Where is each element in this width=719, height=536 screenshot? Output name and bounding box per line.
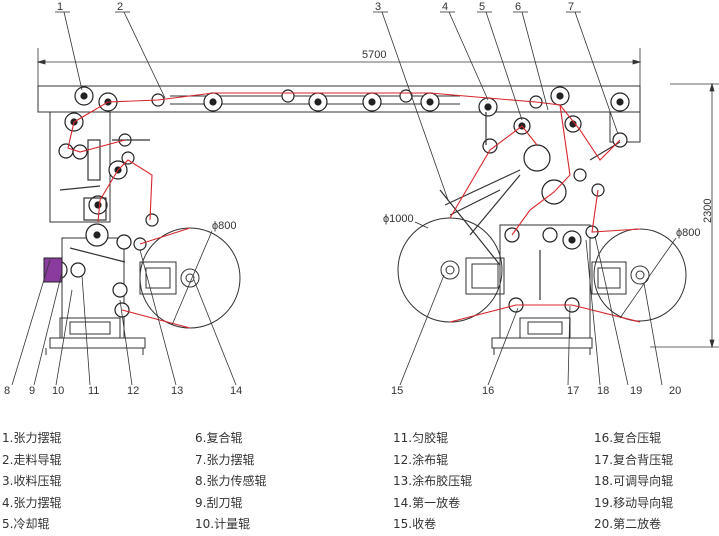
right-unwind-diameter: ϕ800 — [676, 227, 701, 239]
legend-item: 12.涂布辊 — [393, 452, 449, 467]
callout-14: 14 — [230, 385, 242, 397]
callout-16: 16 — [482, 385, 494, 397]
callout-leaders — [11, 11, 663, 386]
legend-item: 17.复合背压辊 — [594, 452, 674, 467]
legend-item: 1.张力摆辊 — [2, 431, 62, 445]
callout-5: 5 — [479, 1, 485, 13]
height-dimension-label: 2300 — [702, 199, 714, 223]
upper-beam — [37, 85, 641, 113]
legend-item: 10.计量辊 — [195, 517, 251, 531]
callout-10: 10 — [52, 385, 64, 397]
legend-col-1: 1.张力摆辊 2.走料导辊 3.收料压辊 4.张力摆辊 5.冷却辊 — [2, 428, 61, 536]
callout-6: 6 — [515, 1, 521, 13]
legend-item: 8.张力传感辊 — [195, 474, 267, 488]
legend-item: 2.走料导辊 — [2, 452, 62, 467]
legend-col-4: 16.复合压辊 17.复合背压辊 18.可调导向辊 19.移动导向辊 20.第二… — [594, 428, 673, 536]
callout-19: 19 — [630, 385, 642, 397]
callout-13: 13 — [171, 385, 183, 397]
legend-col-3: 11.匀胶辊 12.涂布辊 13.涂布胶压辊 14.第一放卷 15.收卷 — [393, 428, 472, 536]
callout-11: 11 — [88, 385, 99, 397]
web-path — [67, 92, 641, 329]
first-unwind-reel — [139, 227, 241, 329]
callout-18: 18 — [597, 385, 609, 397]
width-dimension-label: 5700 — [362, 49, 386, 61]
callout-17: 17 — [567, 385, 579, 397]
second-unwind-reel — [591, 228, 687, 322]
legend-item: 9.刮刀辊 — [195, 495, 243, 510]
legend-item: 19.移动导向辊 — [594, 495, 674, 510]
callout-20: 20 — [669, 385, 681, 397]
callout-2: 2 — [117, 1, 123, 13]
legend-item: 4.张力摆辊 — [2, 495, 62, 510]
legend-item: 15.收卷 — [393, 517, 437, 531]
callout-4: 4 — [442, 1, 448, 13]
legend-item: 16.复合压辊 — [594, 431, 662, 445]
left-unwind-diameter: ϕ800 — [212, 220, 237, 232]
left-rollers — [48, 112, 159, 318]
legend-item: 13.涂布胶压辊 — [393, 474, 473, 488]
callout-12: 12 — [127, 385, 139, 397]
rewind-diameter: ϕ1000 — [383, 213, 414, 225]
legend-col-2: 6.复合辊 7.张力摆辊 8.张力传感辊 9.刮刀辊 10.计量辊 — [195, 428, 266, 536]
legend-item: 14.第一放卷 — [393, 495, 461, 510]
legend-item: 6.复合辊 — [195, 431, 243, 445]
legend-item: 20.第二放卷 — [594, 517, 662, 531]
width-dimension — [36, 48, 642, 86]
legend: 1.张力摆辊 2.走料导辊 3.收料压辊 4.张力摆辊 5.冷却辊 6.复合辊 … — [0, 428, 719, 535]
legend-item: 7.张力摆辊 — [195, 452, 255, 467]
height-dimension — [650, 82, 719, 349]
rewind-reel — [397, 217, 505, 323]
legend-item: 3.收料压辊 — [2, 474, 62, 488]
callout-15: 15 — [391, 385, 403, 397]
callout-7: 7 — [568, 1, 574, 13]
callout-8: 8 — [4, 385, 10, 397]
callout-1: 1 — [57, 1, 63, 13]
legend-item: 5.冷却辊 — [2, 517, 50, 531]
legend-item: 11.匀胶辊 — [393, 431, 449, 445]
legend-item: 18.可调导向辊 — [594, 474, 674, 488]
callout-3: 3 — [375, 1, 381, 13]
callout-9: 9 — [29, 385, 35, 397]
